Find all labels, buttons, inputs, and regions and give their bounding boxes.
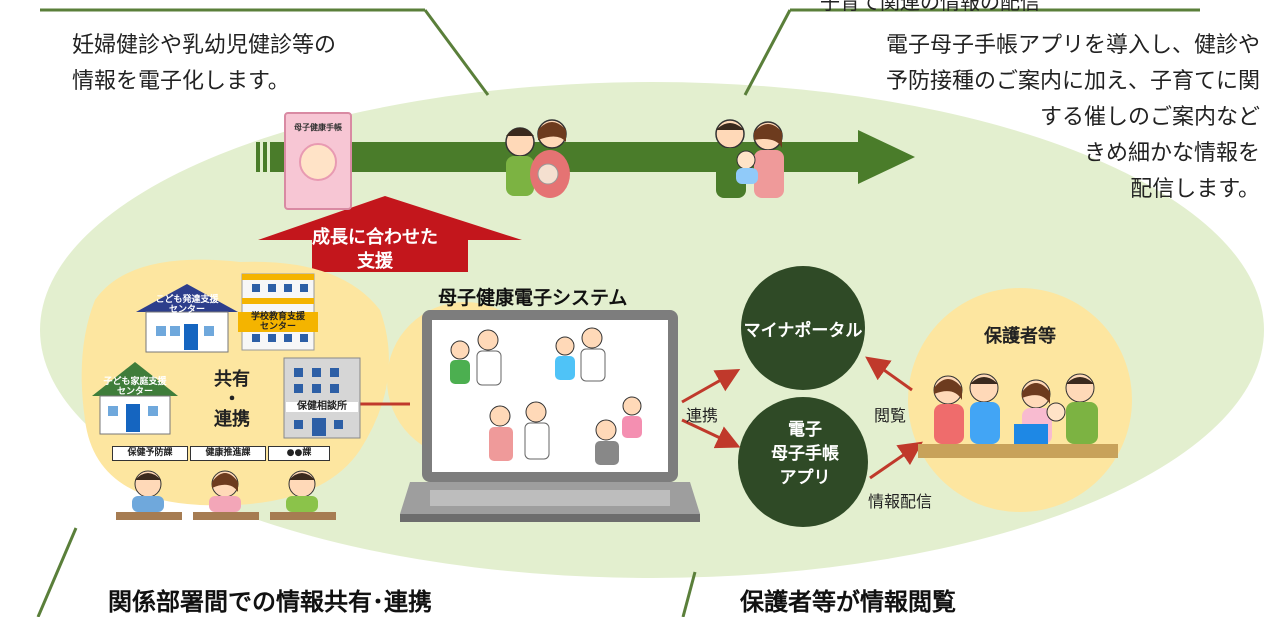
- callout-left-line: 情報を電子化します。: [72, 69, 290, 94]
- support-arrow-label: 成長に合わせた 支援: [300, 226, 450, 274]
- hoken-sodan-building: [283, 357, 361, 439]
- callout-line-bottom-left: [36, 527, 78, 617]
- kodomo-katei-building: [92, 362, 178, 435]
- kodomo-hattatsu-building: [136, 284, 238, 353]
- gakko-kyoiku-label: 学校教育支援 センター: [238, 312, 318, 332]
- building-label-line: センター: [259, 322, 296, 332]
- kodomo-hattatsu-label: こども発達支援 センター: [140, 295, 234, 315]
- desk-label-other: ●●課: [268, 446, 330, 461]
- guardians-illustration: [918, 373, 1118, 458]
- etsuran-label: 閲覧: [874, 406, 907, 425]
- handbook-label: 母子健康手帳: [294, 123, 342, 132]
- app-label-line: アプリ: [779, 468, 831, 488]
- laptop-illustration: [400, 310, 700, 522]
- arrow-deliver-guardians: [869, 441, 923, 480]
- share-label-line: 連携: [214, 409, 250, 430]
- hoken-sodan-label: 保健相談所: [286, 402, 358, 412]
- myna-portal-label: マイナポータル: [743, 321, 863, 341]
- callout-line-bottom-right: [681, 571, 697, 617]
- kodomo-katei-label: 子ども家庭支援 センター: [92, 377, 178, 397]
- app-circle: [738, 397, 868, 527]
- share-label-line: 共有: [214, 369, 250, 390]
- callout-right-line: する催しのご案内など: [1039, 105, 1260, 130]
- app-label-line: 電子: [788, 420, 822, 440]
- haishin-label: 情報配信: [868, 492, 933, 511]
- e-handbook-app-label: 電子 母子手帳 アプリ: [745, 418, 865, 490]
- arrow-to-app: [681, 418, 741, 449]
- support-label-line: 成長に合わせた: [312, 227, 438, 248]
- share-label-line: ・: [223, 389, 241, 410]
- building-label-line: 学校教育支援: [250, 312, 305, 322]
- guardians-label: 保護者等: [984, 326, 1056, 347]
- callout-line-top-right-diag: [743, 9, 792, 96]
- system-title: 母子健康電子システム: [438, 287, 628, 309]
- arrow-view-portal: [865, 356, 913, 392]
- callout-right-line: 予防接種のご案内に加え、子育てに関: [885, 69, 1260, 94]
- building-label-line: こども発達支援: [155, 295, 219, 305]
- callout-left-line: 妊婦健診や乳幼児健診等の: [72, 33, 337, 58]
- desk-label-yobo: 保健予防課: [112, 446, 188, 461]
- office-workers-illustration: [116, 470, 336, 520]
- callout-left: 妊婦健診や乳幼児健診等の 情報を電子化します。: [72, 28, 432, 100]
- callout-top-partial: 子育て関連の情報の配信: [820, 0, 1040, 14]
- baby-face-icon: [299, 143, 337, 181]
- app-label-line: 母子手帳: [771, 444, 839, 464]
- callout-right-line: 配信します。: [1130, 177, 1260, 202]
- portal-circle: [741, 266, 865, 390]
- building-label-line: 子ども家庭支援: [103, 377, 167, 387]
- support-label-line: 支援: [357, 251, 393, 272]
- share-coordination-label: 共有 ・ 連携: [202, 370, 262, 430]
- callout-right-line: きめ細かな情報を: [1083, 141, 1260, 166]
- building-label-line: センター: [168, 305, 205, 315]
- renkei-label: 連携: [686, 406, 719, 425]
- bottom-left-title: 関係部署間での情報共有･連携: [108, 588, 432, 616]
- family-with-baby-illustration: [715, 119, 784, 198]
- desk-label-suishin: 健康推進課: [190, 446, 266, 461]
- pregnant-couple-illustration: [505, 119, 570, 198]
- callout-right: 電子母子手帳アプリを導入し、健診や 予防接種のご案内に加え、子育てに関 する催し…: [780, 28, 1260, 208]
- arrow-to-portal: [681, 369, 741, 404]
- callout-line-top-left-diag: [423, 9, 490, 96]
- building-label-line: センター: [116, 387, 153, 397]
- support-arrow: [258, 196, 522, 272]
- callout-right-line: 電子母子手帳アプリを導入し、健診や: [885, 33, 1260, 58]
- handbook-illustration: 母子健康手帳: [284, 112, 352, 210]
- bottom-right-title: 保護者等が情報閲覧: [740, 588, 956, 616]
